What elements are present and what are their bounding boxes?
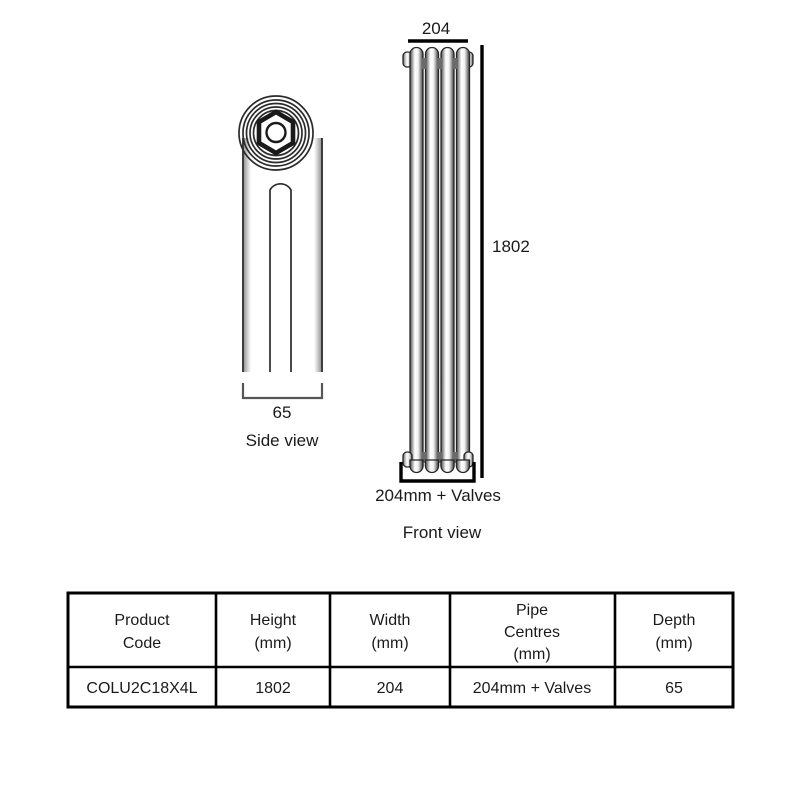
front-view-column-4: [455, 46, 471, 467]
table-header-product-code-line2: Code: [123, 635, 161, 652]
table-header-pipe-centres-line3: (mm): [513, 646, 550, 663]
front-view-group: 204: [375, 19, 530, 542]
table-row: COLU2C18X4L 1802 204 204mm + Valves 65: [86, 680, 683, 697]
table-cell-product-code: COLU2C18X4L: [86, 680, 197, 697]
table-header-depth-line1: Depth: [653, 612, 696, 629]
table-header-height-line1: Height: [250, 612, 297, 629]
side-view-depth-bracket: [241, 383, 324, 400]
table-header-height-line2: (mm): [254, 635, 291, 652]
table-cell-width: 204: [377, 680, 404, 697]
front-view-column-3: [440, 46, 455, 467]
spec-table: Product Code Height (mm) Width (mm) Pipe…: [66, 591, 735, 709]
table-header-depth-line2: (mm): [655, 635, 692, 652]
table-cell-height: 1802: [255, 680, 291, 697]
front-view-top-connectors: [422, 58, 458, 69]
table-header-pipe-centres-line2: Centres: [504, 624, 560, 641]
table-header-width-line2: (mm): [371, 635, 408, 652]
front-view-column-1: [409, 46, 424, 467]
front-view-height-label: 1802: [492, 237, 530, 256]
front-view-pipe-centres-bracket: [399, 462, 476, 483]
front-view-caption: Front view: [403, 523, 482, 542]
table-cell-pipe-centres: 204mm + Valves: [473, 680, 591, 697]
side-view-depth-label: 65: [273, 403, 292, 422]
side-view-caption: Side view: [246, 431, 319, 450]
front-view-pipe-centres-label: 204mm + Valves: [375, 486, 501, 505]
front-view-width-label: 204: [422, 19, 450, 38]
side-view-group: 65 Side view: [238, 95, 324, 450]
side-view-body-fill: [243, 138, 322, 372]
side-view-inner-slot: [269, 183, 292, 372]
table-cell-depth: 65: [665, 680, 683, 697]
table-header-width-line1: Width: [370, 612, 411, 629]
table-header-product-code-line1: Product: [114, 612, 170, 629]
front-view-column-2: [424, 46, 440, 467]
side-view-hex-nut-icon: [256, 109, 296, 156]
front-view-columns: [409, 46, 471, 467]
front-view-column-bottom-caps: [409, 459, 471, 474]
side-view-valve-rings: [238, 95, 314, 171]
table-header-pipe-centres-line1: Pipe: [516, 602, 548, 619]
